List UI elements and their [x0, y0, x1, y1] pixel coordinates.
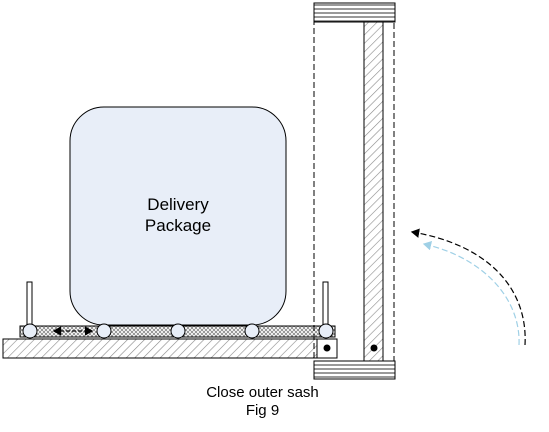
sash-motion-arrow-icon: [410, 228, 526, 346]
roller: [244, 323, 260, 339]
sash-pivot-dot: [370, 344, 378, 352]
figure-number: Fig 9: [245, 402, 280, 419]
pivot-dot: [323, 344, 331, 352]
roller: [318, 323, 334, 339]
outer-sash: [363, 21, 384, 362]
left-post: [26, 281, 33, 327]
right-post: [322, 281, 329, 327]
sash-motion-arrow-light-icon: [422, 240, 520, 346]
figure-caption: Close outer sash: [206, 384, 319, 401]
frame-top-header: [313, 2, 396, 23]
roller: [22, 323, 38, 339]
roller: [96, 323, 112, 339]
package-label-line2: Package: [145, 216, 211, 235]
base-sill: [2, 338, 338, 359]
frame-bottom-header: [313, 360, 396, 380]
roller: [170, 323, 186, 339]
package-label-line1: Delivery: [147, 195, 209, 214]
